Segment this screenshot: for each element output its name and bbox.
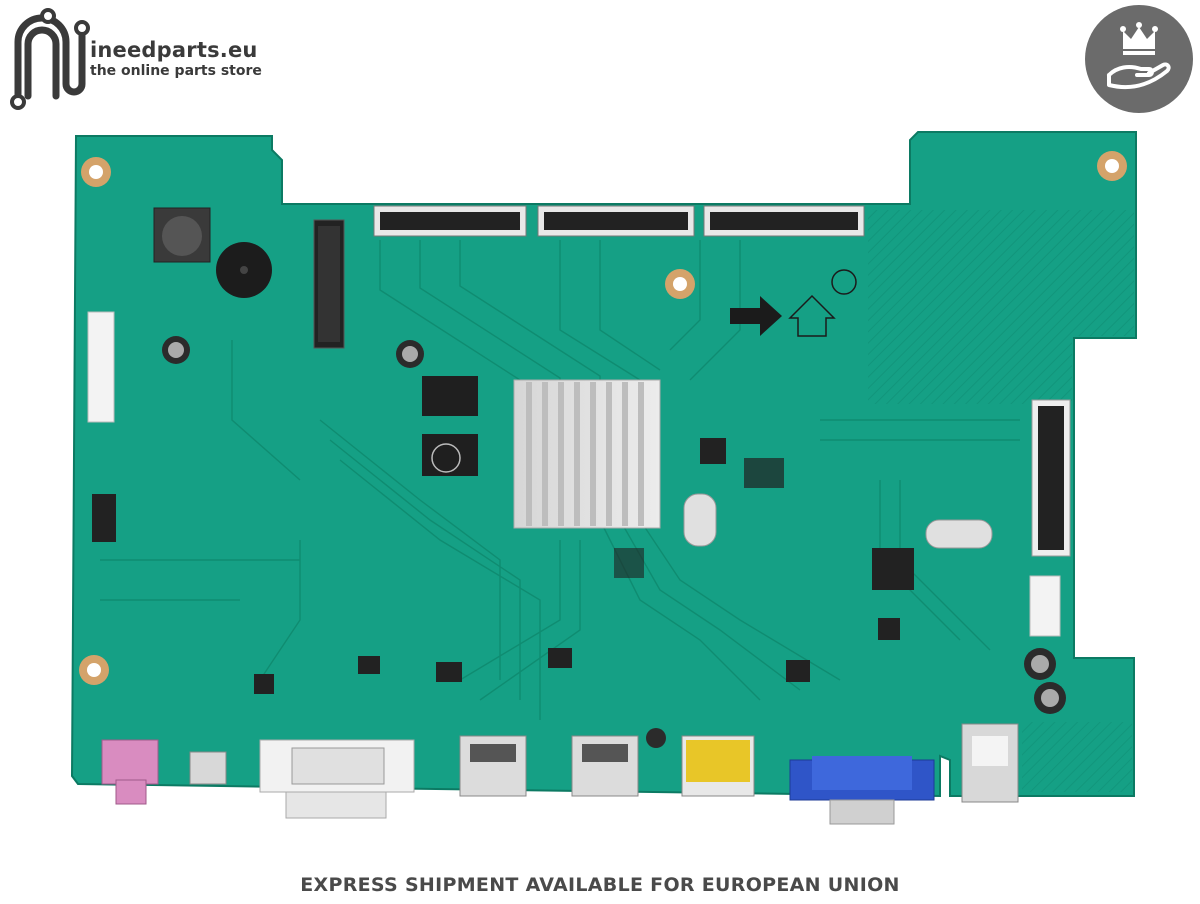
brand-tagline: the online parts store [90, 63, 262, 79]
io-ports [101, 723, 1019, 825]
shipping-banner: EXPRESS SHIPMENT AVAILABLE FOR EUROPEAN … [300, 874, 900, 896]
ribbon-connectors [373, 205, 865, 237]
brand-name: ineedparts.eu [90, 38, 258, 62]
heatsink [513, 379, 661, 529]
crown-hand-icon [1085, 5, 1193, 113]
circuit-n-logo-icon [10, 8, 90, 110]
brand-logo[interactable]: ineedparts.eu the online parts store [4, 4, 304, 114]
